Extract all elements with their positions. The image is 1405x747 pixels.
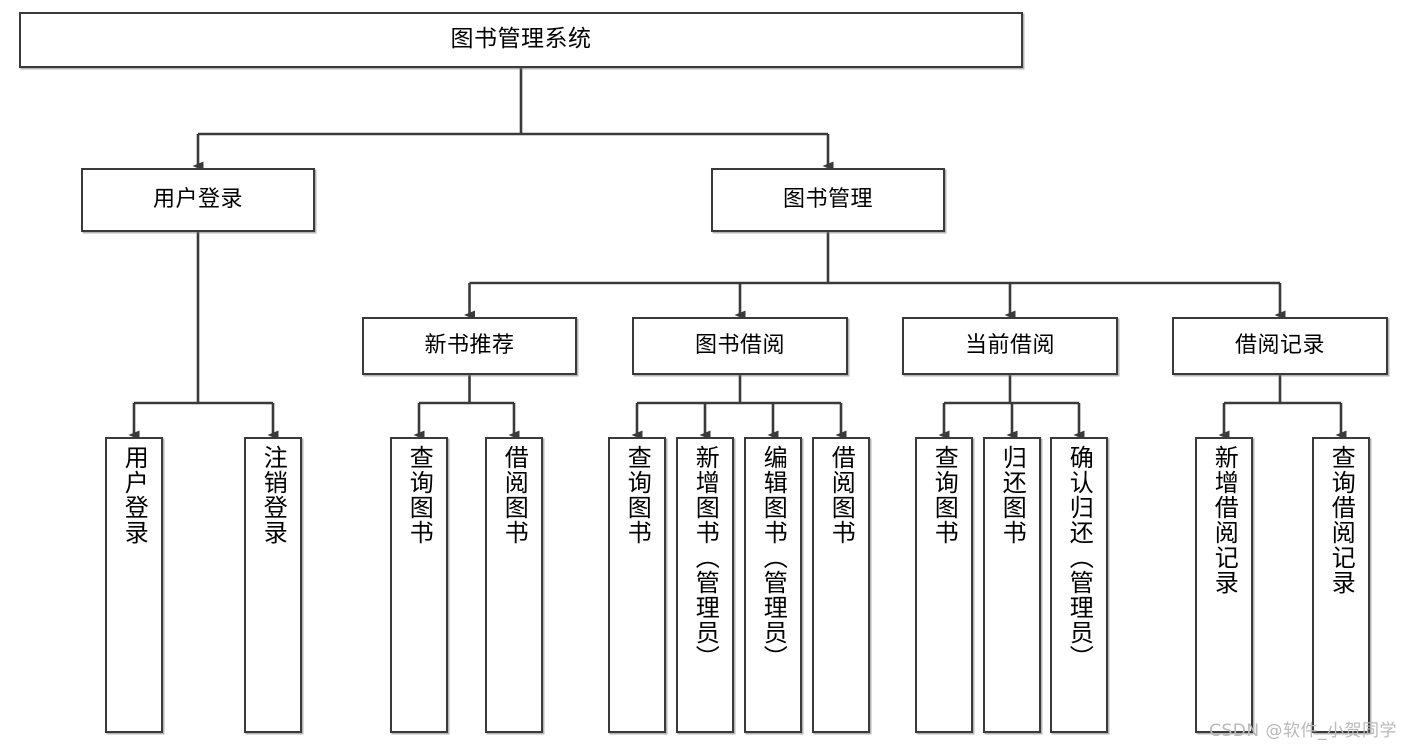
node-label: 当前借阅 [964,333,1055,359]
node-l1-0[interactable]: 用户登录 [81,168,315,232]
node-label: 查询图书 [623,445,652,545]
node-leaf-current-0[interactable]: 查询图书 [915,437,973,733]
node-label: 图书管理 [782,187,873,213]
node-leaf-current-1[interactable]: 归还图书 [983,437,1041,733]
node-l2-0[interactable]: 新书推荐 [362,317,577,375]
edges [128,68,1347,440]
node-label: 用户登录 [120,445,149,545]
node-leaf-record-1[interactable]: 查询借阅记录 [1312,437,1370,733]
node-l2-3[interactable]: 借阅记录 [1172,317,1388,375]
node-leaf-borrow-1[interactable]: 新增图书（管理员） [676,437,734,733]
node-leaf-current-2[interactable]: 确认归还（管理员） [1050,437,1108,733]
node-label: 用户登录 [152,187,243,213]
node-label: 注销登录 [259,445,288,545]
node-leaf-record-0[interactable]: 新增借阅记录 [1195,437,1253,733]
node-l2-1[interactable]: 图书借阅 [632,317,848,375]
node-label: 查询借阅记录 [1327,445,1356,595]
node-leaf-borrow-2[interactable]: 编辑图书（管理员） [744,437,802,733]
node-root[interactable]: 图书管理系统 [19,12,1023,68]
node-label: 编辑图书（管理员） [759,445,788,670]
node-l1-1[interactable]: 图书管理 [711,168,945,232]
node-label: 确认归还（管理员） [1065,445,1094,670]
node-label: 图书借阅 [694,333,785,359]
node-label: 借阅图书 [500,445,529,545]
node-label: 归还图书 [998,445,1027,545]
node-leaf-new-1[interactable]: 借阅图书 [485,437,543,733]
node-leaf-borrow-0[interactable]: 查询图书 [608,437,666,733]
node-label: 查询图书 [405,445,434,545]
node-label: 新书推荐 [424,333,515,359]
node-label: 图书管理系统 [450,26,592,53]
node-leaf-new-0[interactable]: 查询图书 [390,437,448,733]
node-label: 新增借阅记录 [1210,445,1239,595]
node-label: 新增图书（管理员） [691,445,720,670]
node-label: 借阅图书 [827,445,856,545]
node-label: 查询图书 [930,445,959,545]
node-label: 借阅记录 [1234,333,1325,359]
node-leaf-login-1[interactable]: 注销登录 [244,437,302,733]
node-l2-2[interactable]: 当前借阅 [902,317,1118,375]
node-leaf-login-0[interactable]: 用户登录 [105,437,163,733]
node-leaf-borrow-3[interactable]: 借阅图书 [812,437,870,733]
